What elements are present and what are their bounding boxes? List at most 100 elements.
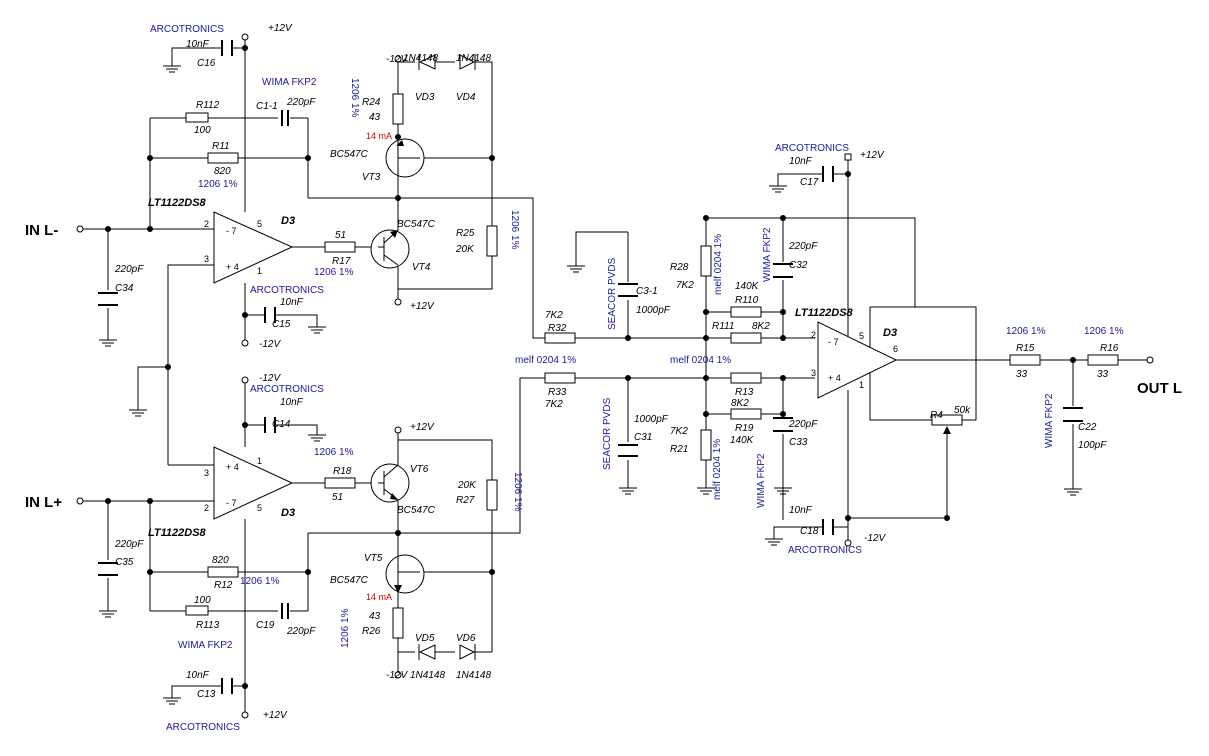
resistor-r19 [730, 408, 762, 420]
ic-part-label: LT1122DS8 [148, 527, 207, 539]
resistors [185, 93, 1119, 639]
resistor-r12 [207, 566, 239, 578]
transistor-vt6-icon [370, 463, 410, 503]
capacitor-c33 [773, 417, 793, 432]
resistor-value: 20K [455, 244, 475, 255]
capacitor-value: 1000pF [636, 305, 671, 316]
smd-label: 1206 1% [314, 267, 354, 278]
capacitor-value: 220pF [286, 97, 316, 108]
smd-label-vertical: 1206 1% [340, 608, 351, 648]
ic-ref-label: D3 [281, 215, 295, 227]
junction [242, 312, 248, 318]
transistor-vt4-icon [370, 229, 410, 269]
terminal-supply [394, 298, 402, 306]
terminal-supply [844, 153, 852, 161]
supply-label: -12V [259, 373, 281, 384]
resistor-value: 100 [194, 125, 211, 136]
diode-type: 1N4148 [456, 53, 491, 64]
resistor-ref: R15 [1016, 343, 1035, 354]
resistor-r15 [1009, 354, 1041, 366]
junction [780, 411, 786, 417]
ground-icon [99, 610, 117, 618]
capacitor-c22 [1063, 407, 1083, 422]
resistor-value: 7K2 [670, 426, 688, 437]
resistor-ref: R4 [930, 410, 943, 421]
brand-label: WIMA FKP2 [178, 640, 233, 651]
terminal-supply [241, 711, 249, 719]
diode-type: 1N4148 [410, 670, 445, 681]
junctions [105, 45, 1076, 689]
resistor-ref: R111 [712, 321, 734, 332]
ic-part-label: LT1122DS8 [148, 197, 207, 209]
junction [242, 422, 248, 428]
resistor-r33 [544, 372, 576, 384]
capacitor-c1-1 [281, 110, 289, 126]
ground-icon [697, 486, 715, 495]
wires [83, 40, 1147, 712]
resistor-value: 7K2 [545, 310, 563, 321]
resistor-r25 [486, 225, 498, 257]
ic-ref-label: D3 [281, 507, 295, 519]
junction [165, 364, 171, 370]
terminal-supply [394, 671, 402, 679]
resistor-ref: R18 [333, 466, 352, 477]
junction [780, 375, 786, 381]
capacitor-ref: C3-1 [636, 286, 658, 297]
capacitor-value: 10nF [789, 505, 813, 516]
supply-label: -12V [386, 54, 408, 65]
junction [105, 226, 111, 232]
output-label: OUT L [1137, 380, 1182, 397]
capacitor-c16 [221, 40, 233, 56]
resistor-value: 20K [457, 480, 477, 491]
capacitor-c35 [98, 562, 118, 576]
terminal-in-plus [76, 497, 84, 505]
resistor-value: 100 [194, 595, 211, 606]
smd-label-vertical: 1206 1% [349, 78, 360, 118]
junction [395, 195, 401, 201]
junction [625, 335, 631, 341]
junction [489, 155, 495, 161]
terminal-supply [241, 33, 249, 41]
pin-label: 2 [204, 219, 209, 229]
capacitor-value: 1000pF [634, 414, 669, 425]
resistor-r17 [324, 241, 356, 253]
ground-icon [619, 486, 637, 495]
diodes [418, 54, 476, 660]
capacitor-c34 [98, 292, 118, 306]
pin-label: 3 [204, 254, 209, 264]
capacitor-value: 220pF [788, 241, 818, 252]
resistor-r27 [486, 479, 498, 511]
capacitor-value: 220pF [788, 419, 818, 430]
diode-type: 1N4148 [403, 53, 438, 64]
diode-ref: VD4 [456, 92, 476, 103]
seacor-label-vertical: SEACOR PVDS [602, 397, 613, 470]
capacitor-value: 10nF [789, 156, 813, 167]
supply-label: +12V [410, 301, 435, 312]
ground-icon [308, 325, 326, 334]
junction [147, 569, 153, 575]
resistor-ref: R19 [735, 423, 754, 434]
junction [625, 375, 631, 381]
junction [703, 335, 709, 341]
diode-vd6-icon [459, 644, 476, 660]
capacitor-ref: C1-1 [256, 101, 278, 112]
resistor-r13 [730, 372, 762, 384]
resistor-ref: R28 [670, 262, 689, 273]
pin-label: 1 [257, 266, 262, 276]
brand-label: ARCOTRONICS [775, 143, 849, 154]
resistor-ref: R21 [670, 444, 688, 455]
pin-label: 1 [859, 380, 864, 390]
transistor-type: BC547C [397, 219, 436, 230]
capacitor-ref: C34 [115, 283, 134, 294]
resistor-value: 7K2 [676, 280, 694, 291]
resistor-value: 33 [1016, 369, 1028, 380]
smd-label-vertical: 1206 1% [512, 472, 523, 512]
resistor-ref: R25 [456, 228, 475, 239]
capacitor-c32 [773, 263, 793, 278]
resistor-value: 820 [212, 555, 229, 566]
transistor-ref: VT3 [362, 172, 381, 183]
capacitor-c3-1 [618, 283, 638, 297]
resistor-r21 [700, 429, 712, 461]
capacitor-value: 220pF [286, 626, 316, 637]
